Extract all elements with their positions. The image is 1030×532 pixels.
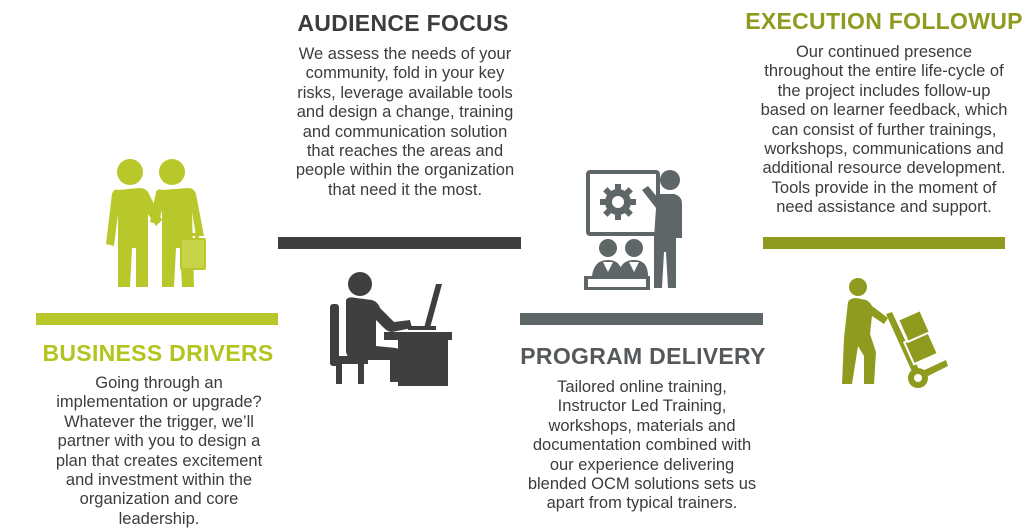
business-drivers-bar: [36, 313, 278, 325]
program-delivery-description: Tailored online training, Instructor Led…: [527, 378, 757, 513]
audience-focus-description: We assess the needs of your community, f…: [295, 45, 515, 199]
handshake-icon: [106, 159, 206, 287]
execution-followup-description: Our continued presence throughout the en…: [760, 43, 1008, 217]
execution-followup-heading: EXECUTION FOLLOWUP: [745, 8, 1023, 34]
audience-focus-heading: AUDIENCE FOCUS: [297, 10, 509, 36]
business-drivers-heading: BUSINESS DRIVERS: [42, 340, 274, 366]
execution-followup-bar: [763, 237, 1005, 249]
presentation-icon: [584, 170, 682, 290]
business-drivers-description: Going through an implementation or upgra…: [55, 374, 263, 528]
person-at-desk-icon: [330, 272, 452, 386]
audience-focus-bar: [278, 237, 521, 249]
program-delivery-bar: [520, 313, 763, 325]
hand-truck-boxes-icon: [842, 278, 948, 388]
program-delivery-heading: PROGRAM DELIVERY: [520, 343, 766, 369]
